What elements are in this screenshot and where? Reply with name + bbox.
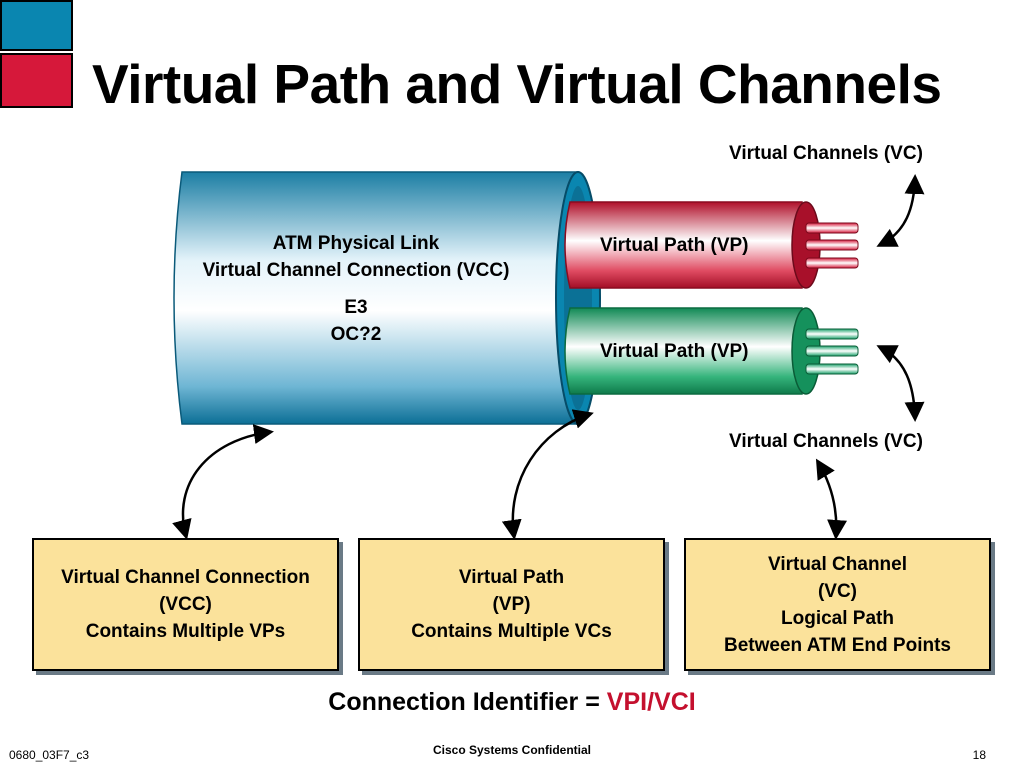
slide-title: Virtual Path and Virtual Channels bbox=[92, 53, 942, 115]
arrow-vc-top bbox=[876, 174, 925, 247]
physical-link-line3: E3 bbox=[344, 297, 368, 318]
arrow-vc-bottom bbox=[876, 345, 925, 422]
arrow-vp-box bbox=[501, 409, 594, 540]
vp-green-cylinder bbox=[564, 307, 859, 395]
connection-identifier: Connection Identifier = VPI/VCI bbox=[0, 688, 1024, 717]
physical-link-line4: OC?2 bbox=[330, 324, 382, 345]
vc-box-line2: (VC) bbox=[817, 580, 858, 602]
arrow-vcc-box bbox=[172, 424, 274, 540]
vp-box-line2: (VP) bbox=[492, 594, 531, 615]
physical-link-line1: ATM Physical Link bbox=[272, 233, 440, 254]
vcc-box-line1: Virtual Channel Connection bbox=[61, 567, 310, 588]
vp-box-line1: Virtual Path bbox=[458, 567, 565, 588]
vcc-box-line3: Contains Multiple VPs bbox=[85, 621, 286, 642]
footer-code: 0680_03F7_c3 bbox=[9, 748, 90, 762]
connection-identifier-label: Connection Identifier = bbox=[328, 688, 600, 716]
vc-bottom-label: Virtual Channels (VC) bbox=[729, 431, 923, 452]
vc-box: Virtual Channel (VC) Logical Path Betwee… bbox=[684, 538, 991, 671]
corner-square-blue bbox=[0, 0, 73, 51]
vcc-box: Virtual Channel Connection (VCC) Contain… bbox=[32, 538, 339, 671]
footer-confidential: Cisco Systems Confidential bbox=[432, 743, 592, 757]
footer-page-number: 18 bbox=[972, 748, 986, 762]
corner-square-red bbox=[0, 53, 73, 108]
arrow-vc-box bbox=[815, 458, 848, 540]
vcc-box-line2: (VCC) bbox=[159, 594, 212, 615]
vc-box-line3: Logical Path bbox=[781, 607, 894, 629]
vc-box-line1: Virtual Channel bbox=[767, 553, 907, 575]
vp-green-label: Virtual Path (VP) bbox=[600, 341, 749, 362]
physical-link-line2: Virtual Channel Connection (VCC) bbox=[202, 260, 510, 281]
connection-identifier-value: VPI/VCI bbox=[606, 688, 696, 716]
physical-link-text: ATM Physical Link Virtual Channel Connec… bbox=[176, 230, 536, 348]
vc-top-label: Virtual Channels (VC) bbox=[729, 143, 923, 164]
vp-box-line3: Contains Multiple VCs bbox=[411, 621, 612, 642]
vp-red-label: Virtual Path (VP) bbox=[600, 235, 749, 256]
vp-red-cylinder bbox=[564, 201, 859, 289]
vp-box: Virtual Path (VP) Contains Multiple VCs bbox=[358, 538, 665, 671]
vc-box-line4: Between ATM End Points bbox=[724, 634, 951, 656]
